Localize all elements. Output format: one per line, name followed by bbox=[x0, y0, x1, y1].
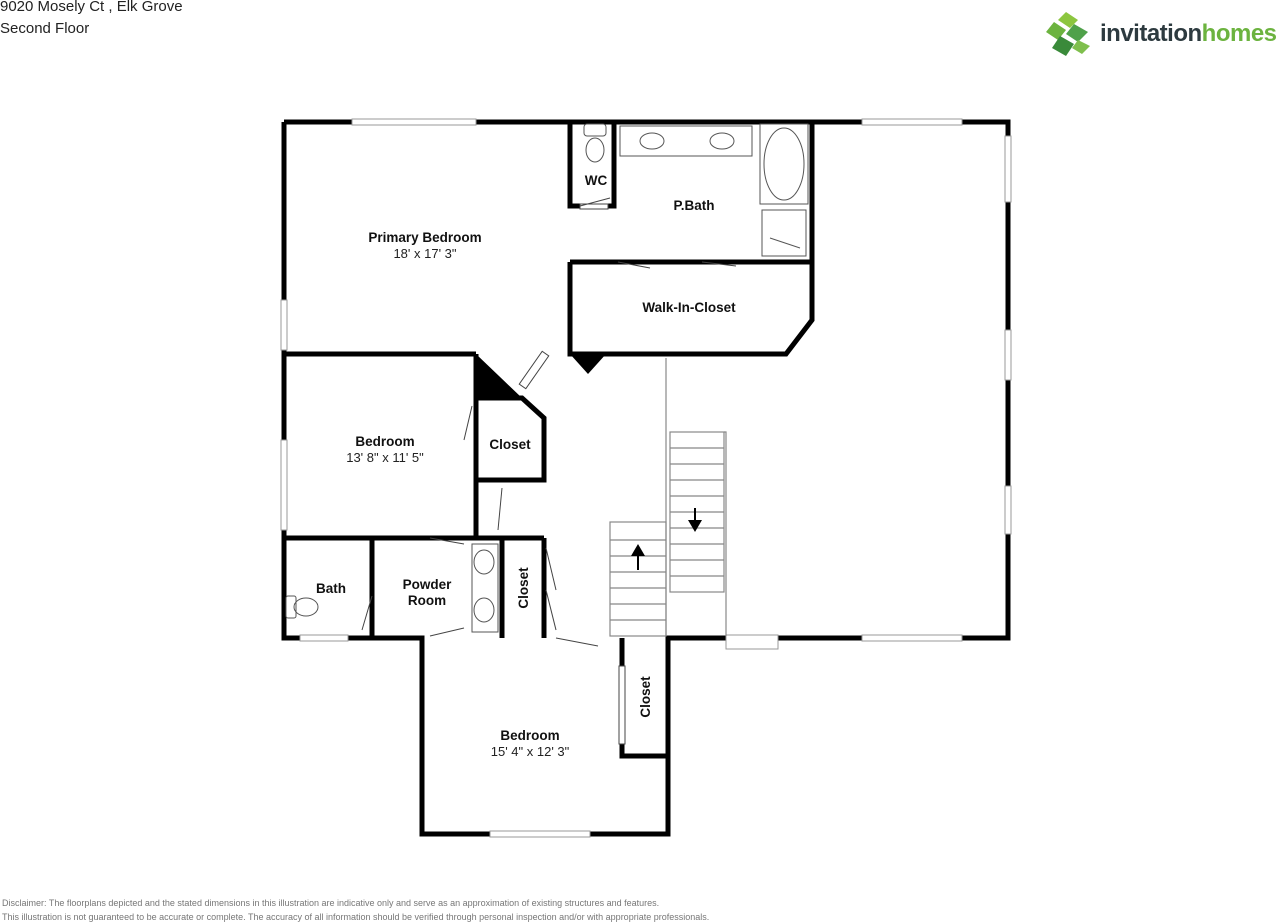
room-label-closet-2: Closet bbox=[489, 437, 531, 452]
disclaimer-line-2: This illustration is not guaranteed to b… bbox=[2, 912, 710, 922]
wall-wedge bbox=[570, 354, 606, 374]
logo-text-part1: invitation bbox=[1100, 20, 1202, 47]
room-dims-bedroom-2: 13' 8" x 11' 5" bbox=[346, 450, 424, 465]
logo-wordmark: invitationhomes bbox=[1100, 20, 1277, 48]
logo-text-part2: homes bbox=[1201, 20, 1277, 47]
room-label-powder-room: Powder bbox=[403, 577, 453, 592]
logo-mark-icon bbox=[1046, 12, 1090, 56]
room-label-bedroom-2: Bedroom bbox=[355, 434, 414, 449]
windows bbox=[280, 118, 1012, 838]
stair-arrows bbox=[631, 508, 702, 570]
address-text: 9020 Mosely Ct , Elk Grove bbox=[0, 0, 183, 15]
room-label-closet-3: Closet bbox=[638, 676, 653, 718]
room-label-closet-hall: Closet bbox=[516, 567, 531, 609]
room-label-powder-room-line2: Room bbox=[408, 593, 446, 608]
wall-wedge bbox=[476, 354, 522, 398]
disclaimer-line-1: Disclaimer: The floorplans depicted and … bbox=[2, 898, 660, 908]
room-label-bedroom-3: Bedroom bbox=[500, 728, 559, 743]
stairs bbox=[609, 358, 727, 637]
walls bbox=[281, 119, 1011, 837]
room-label-wc: WC bbox=[585, 173, 608, 188]
room-label-pbath: P.Bath bbox=[673, 198, 714, 213]
room-dims-primary-bedroom: 18' x 17' 3" bbox=[393, 246, 456, 261]
doors bbox=[361, 197, 737, 745]
arrow-down-icon bbox=[688, 520, 702, 532]
room-dims-bedroom-3: 15' 4" x 12' 3" bbox=[491, 744, 570, 759]
arrow-up-icon bbox=[631, 544, 645, 556]
invitation-homes-logo: invitationhomes bbox=[1044, 10, 1280, 60]
room-label-walk-in-closet: Walk-In-Closet bbox=[642, 300, 736, 315]
room-label-primary-bedroom: Primary Bedroom bbox=[368, 230, 481, 245]
floor-label: Second Floor bbox=[0, 20, 90, 37]
fixtures bbox=[285, 123, 809, 633]
room-label-bath: Bath bbox=[316, 581, 346, 596]
